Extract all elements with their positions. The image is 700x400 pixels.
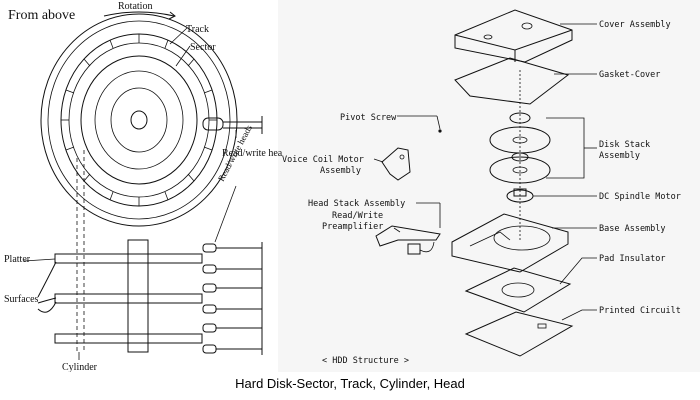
read-write-heads xyxy=(202,242,263,355)
base-assembly-label: Base Assembly xyxy=(599,224,666,234)
sector-label: Sector xyxy=(190,42,216,53)
gasket-cover-label: Gasket-Cover xyxy=(599,70,660,80)
platter-1 xyxy=(54,253,203,264)
read-write-head-arm xyxy=(202,116,263,138)
track-label: Track xyxy=(186,24,209,35)
pad-insulator-part xyxy=(464,267,572,313)
platter-3 xyxy=(54,333,203,344)
pivot-screw-label: Pivot Screw xyxy=(340,113,397,123)
rotation-arrow xyxy=(103,11,175,17)
voice-coil-motor-part xyxy=(381,147,411,181)
sector-divisions xyxy=(61,34,217,206)
pivot-screw-part xyxy=(438,129,442,133)
left-diagram-panel xyxy=(0,0,272,372)
figure-caption: Hard Disk-Sector, Track, Cylinder, Head xyxy=(235,376,465,391)
hdd-structure-label: < HDD Structure > xyxy=(322,356,409,366)
leader-lines xyxy=(373,23,597,321)
platter-outline xyxy=(40,13,238,227)
disk-top-view xyxy=(40,11,263,352)
head-stack-part xyxy=(375,225,441,255)
cover-assembly-part xyxy=(454,9,573,63)
gasket-cover-part xyxy=(454,57,570,105)
spindle-hole xyxy=(130,110,148,130)
cover-assembly-label: Cover Assembly xyxy=(599,20,671,30)
dc-spindle-motor-label: DC Spindle Motor xyxy=(599,192,681,202)
surfaces-label: Surfaces xyxy=(4,294,39,305)
from-above-label: From above xyxy=(8,8,75,23)
track-inner xyxy=(80,55,198,185)
disk-stack-part xyxy=(489,112,551,184)
printed-circuit-part xyxy=(464,311,574,357)
hdd-diagram: From above Rotation Track Sector Read/wr… xyxy=(4,1,681,372)
platter-side-view xyxy=(23,239,263,360)
printed-circuit-label: Printed Circuilt xyxy=(599,306,681,316)
base-assembly-part xyxy=(451,213,569,273)
cylinder-label: Cylinder xyxy=(62,362,98,372)
spindle xyxy=(127,239,149,353)
rotation-label: Rotation xyxy=(118,1,152,12)
read-write-head-label: Read/write hea xyxy=(222,148,283,159)
pad-insulator-label: Pad Insulator xyxy=(599,254,666,264)
platter-label: Platter xyxy=(4,254,31,265)
right-diagram-panel xyxy=(278,0,700,372)
head-stack-assembly-label: Head Stack Assembly xyxy=(308,199,405,209)
